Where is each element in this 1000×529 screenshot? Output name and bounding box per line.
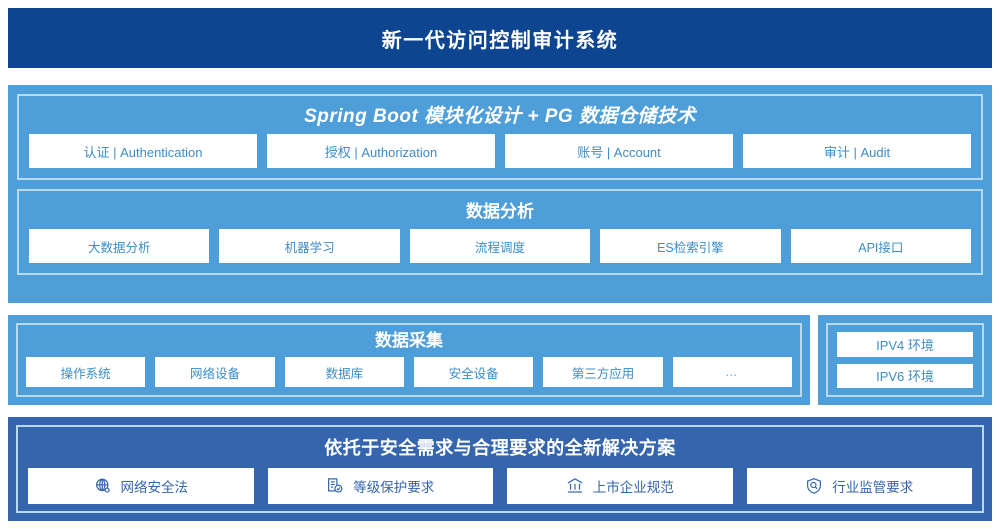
compliance-group: 依托于安全需求与合理要求的全新解决方案 网络安全法 xyxy=(16,425,984,513)
compliance-group-title: 依托于安全需求与合理要求的全新解决方案 xyxy=(324,438,676,458)
analysis-group-title: 数据分析 xyxy=(466,202,534,221)
collection-group-title: 数据采集 xyxy=(375,331,443,350)
compliance-item-label: 行业监管要求 xyxy=(832,480,914,495)
platform-items-row: 认证 | Authentication 授权 | Authorization 账… xyxy=(29,134,971,168)
collection-items-row: 操作系统 网络设备 数据库 安全设备 第三方应用 … xyxy=(26,357,792,387)
collection-item-network-device[interactable]: 网络设备 xyxy=(155,357,275,387)
analysis-items-row: 大数据分析 机器学习 流程调度 ES检索引擎 API接口 xyxy=(29,229,972,263)
platform-item-authorization[interactable]: 授权 | Authorization xyxy=(267,134,495,168)
compliance-item-industry-regulation[interactable]: 行业监管要求 xyxy=(746,468,972,504)
analysis-item-es-search-engine[interactable]: ES检索引擎 xyxy=(600,229,781,263)
platform-group-title: Spring Boot 模块化设计 + PG 数据仓储技术 xyxy=(304,106,696,127)
environment-item-ipv6[interactable]: IPV6 环境 xyxy=(837,363,973,388)
platform-item-audit[interactable]: 审计 | Audit xyxy=(743,134,971,168)
environment-item-ipv4[interactable]: IPV4 环境 xyxy=(837,332,973,357)
shield-search-icon xyxy=(805,477,823,495)
collection-item-third-party-app[interactable]: 第三方应用 xyxy=(543,357,663,387)
collection-item-operating-system[interactable]: 操作系统 xyxy=(26,357,146,387)
collection-item-security-device[interactable]: 安全设备 xyxy=(413,357,534,387)
bank-icon xyxy=(566,477,584,495)
collection-panel: 数据采集 操作系统 网络设备 数据库 安全设备 第三方应用 … xyxy=(8,315,810,405)
environment-group: IPV4 环境 IPV6 环境 xyxy=(826,323,984,397)
analysis-item-machine-learning[interactable]: 机器学习 xyxy=(219,229,400,263)
platform-item-account[interactable]: 账号 | Account xyxy=(505,134,733,168)
header-bar: 新一代访问控制审计系统 xyxy=(8,8,992,68)
analysis-item-process-scheduling[interactable]: 流程调度 xyxy=(409,229,591,263)
compliance-item-label: 上市企业规范 xyxy=(592,480,674,495)
collection-group: 数据采集 操作系统 网络设备 数据库 安全设备 第三方应用 … xyxy=(16,323,802,397)
page-title: 新一代访问控制审计系统 xyxy=(381,29,619,52)
environment-panel: IPV4 环境 IPV6 环境 xyxy=(818,315,992,405)
globe-icon xyxy=(94,477,112,495)
analysis-item-api[interactable]: API接口 xyxy=(790,229,972,263)
compliance-item-label: 网络安全法 xyxy=(120,480,189,495)
compliance-item-classified-protection[interactable]: 等级保护要求 xyxy=(267,468,493,504)
collection-item-database[interactable]: 数据库 xyxy=(284,357,404,387)
collection-item-more[interactable]: … xyxy=(672,357,792,387)
compliance-item-listed-enterprise[interactable]: 上市企业规范 xyxy=(507,468,733,504)
analysis-item-bigdata[interactable]: 大数据分析 xyxy=(29,229,210,263)
document-check-icon xyxy=(326,477,344,495)
analysis-group: 数据分析 大数据分析 机器学习 流程调度 ES检索引擎 API接口 xyxy=(17,189,983,275)
compliance-items-row: 网络安全法 等级保护要求 xyxy=(28,468,972,504)
compliance-item-cybersecurity-law[interactable]: 网络安全法 xyxy=(28,468,254,504)
compliance-panel: 依托于安全需求与合理要求的全新解决方案 网络安全法 xyxy=(8,417,992,521)
platform-panel: Spring Boot 模块化设计 + PG 数据仓储技术 认证 | Authe… xyxy=(8,85,992,303)
platform-group: Spring Boot 模块化设计 + PG 数据仓储技术 认证 | Authe… xyxy=(17,94,983,180)
compliance-item-label: 等级保护要求 xyxy=(353,480,435,495)
platform-item-authentication[interactable]: 认证 | Authentication xyxy=(29,134,257,168)
